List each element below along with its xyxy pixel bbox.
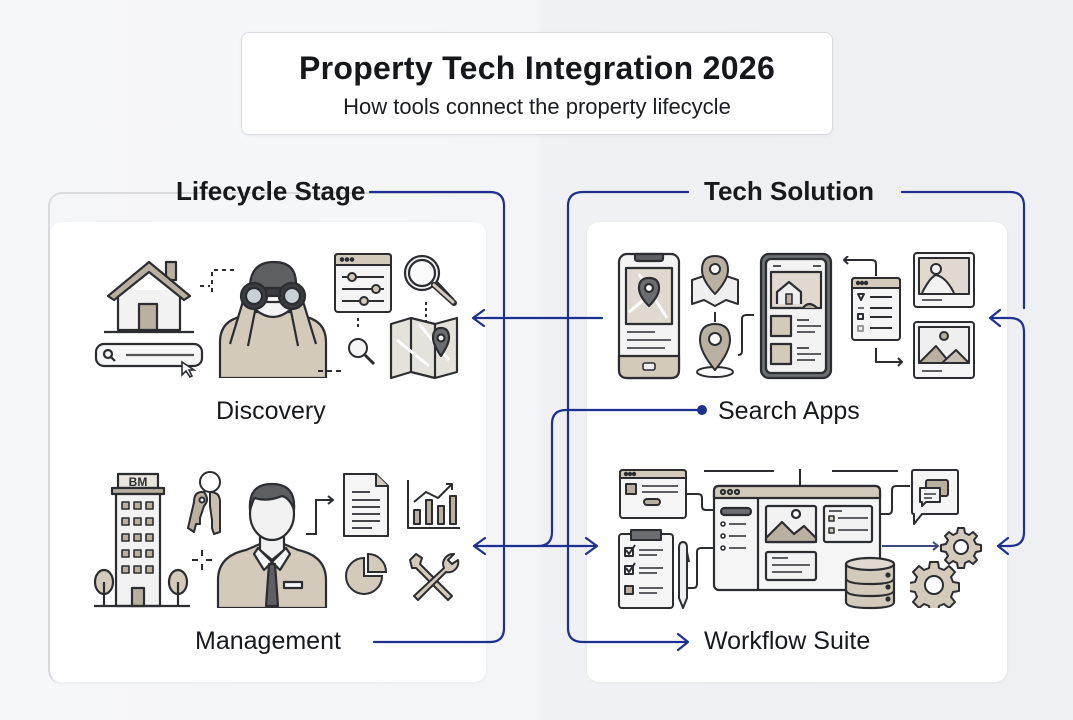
filter-list-icon	[843, 256, 903, 367]
keys-icon	[187, 471, 221, 535]
page-title: Property Tech Integration 2026	[298, 50, 776, 86]
stage-management-label: Management	[195, 627, 341, 655]
phone-map-icon	[617, 252, 681, 380]
folded-map-icon	[389, 316, 459, 380]
stage-discovery-label: Discovery	[216, 397, 326, 425]
filter-settings-window-icon	[334, 253, 392, 313]
pie-chart-icon	[345, 552, 388, 595]
solution-workflow-suite-label: Workflow Suite	[704, 627, 871, 655]
photo-icon	[913, 252, 975, 308]
dashboard-window-icon	[712, 484, 882, 592]
database-icon	[844, 556, 896, 610]
dashed-connector-icon	[200, 269, 234, 292]
tools-icon	[409, 552, 460, 601]
gears-icon	[910, 527, 982, 608]
lifecycle-stage-heading: Lifecycle Stage	[176, 176, 366, 206]
bar-chart-icon	[407, 480, 460, 529]
house-icon	[104, 260, 194, 334]
svg-text:BM: BM	[129, 475, 148, 489]
chat-icon	[880, 469, 959, 525]
small-magnifier-icon	[348, 318, 376, 366]
solution-search-apps-label: Search Apps	[718, 397, 860, 425]
search-bar-icon	[94, 342, 204, 378]
manager-person-icon	[216, 482, 328, 608]
bracket-connector-icon	[737, 314, 754, 356]
listing-tablet-icon	[759, 252, 833, 380]
checklist-clipboard-icon	[618, 529, 715, 609]
magnifier-icon	[403, 254, 457, 306]
map-pin-icon	[691, 255, 739, 378]
page-subtitle: How tools connect the property lifecycle	[343, 94, 731, 119]
form-window-icon	[619, 469, 716, 519]
arrow-to-gears-icon	[882, 541, 940, 551]
tech-solution-heading: Tech Solution	[704, 176, 874, 206]
building-icon: BM	[93, 472, 190, 608]
dashed-line-icon	[318, 370, 344, 372]
document-icon	[343, 473, 389, 537]
flow-arrow-icon	[306, 495, 335, 535]
title-card: Property Tech Integration 2026 How tools…	[241, 32, 833, 135]
lifecycle-frame	[48, 192, 506, 684]
sparkle-icon	[192, 550, 212, 570]
landscape-photo-icon	[913, 321, 975, 379]
binoculars-person-icon	[218, 260, 328, 378]
